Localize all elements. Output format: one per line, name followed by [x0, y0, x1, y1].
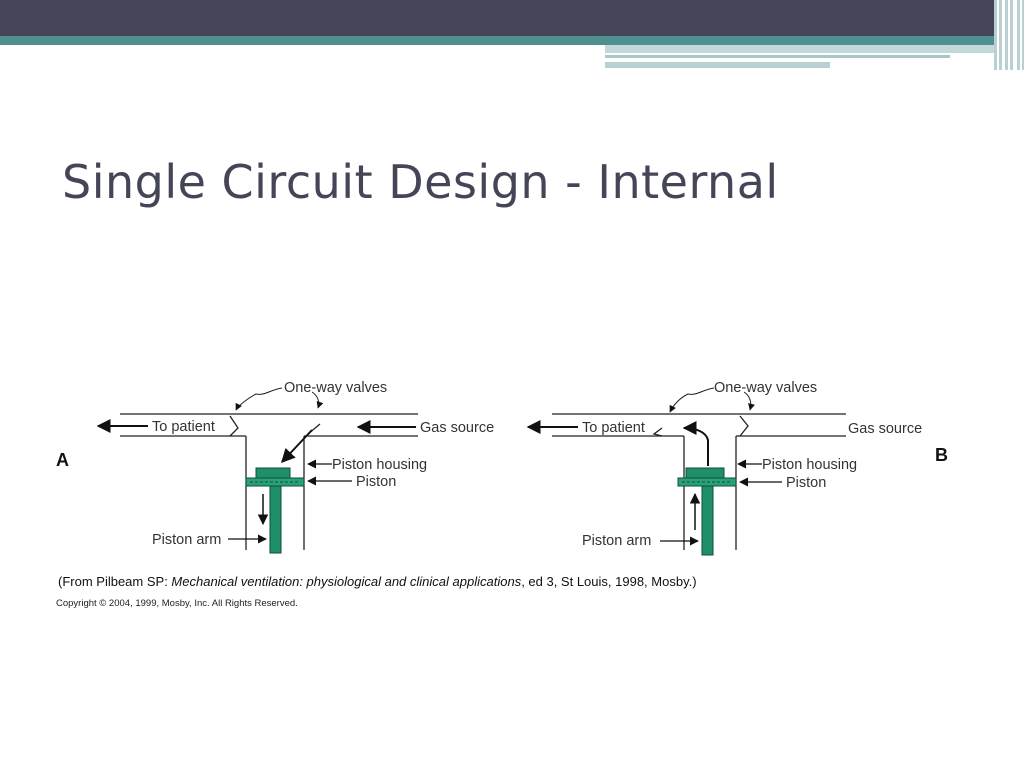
panel-a-piston [245, 467, 305, 554]
panel-b-valves-leader [669, 387, 715, 413]
panel-b-piston-housing-label: Piston housing [762, 457, 857, 473]
panel-a: One-way valves To patient Gas source Pis… [56, 380, 494, 554]
panel-a-piston-arm-label: Piston arm [152, 532, 221, 548]
panel-a-circuit-tubing [120, 413, 418, 550]
panel-a-flow-arrow [281, 429, 313, 464]
panel-a-to-patient-label: To patient [152, 419, 215, 435]
panel-a-piston-label: Piston [356, 474, 396, 490]
citation-prefix: (From Pilbeam SP: [58, 574, 172, 589]
panel-b-gas-source-label: Gas source [848, 421, 922, 437]
panel-a-valves-leader-2 [311, 391, 324, 409]
copyright-notice: Copyright © 2004, 1999, Mosby, Inc. All … [56, 598, 298, 609]
panel-a-gas-source-label: Gas source [420, 420, 494, 436]
header-accent-thin-line [605, 55, 950, 58]
panel-b-piston [677, 467, 737, 556]
panel-b-letter: B [935, 445, 948, 465]
panel-b-to-patient-label: To patient [582, 420, 645, 436]
piston-ventilator-diagram: One-way valves To patient Gas source Pis… [56, 380, 948, 556]
panel-b-flow-arrow [682, 421, 709, 466]
panel-b-piston-arm-label: Piston arm [582, 533, 651, 549]
citation-suffix: , ed 3, St Louis, 1998, Mosby.) [521, 574, 697, 589]
panel-b-piston-label: Piston [786, 475, 826, 491]
header-accent-short-band [605, 62, 830, 68]
panel-b-valve-source-side [739, 415, 749, 437]
panel-b-valves-label: One-way valves [714, 380, 817, 396]
panel-b-valve-patient-side [652, 427, 663, 437]
panel-a-piston-housing-label: Piston housing [332, 457, 427, 473]
panel-a-valves-label: One-way valves [284, 380, 387, 396]
panel-a-valve-patient-side [229, 415, 239, 437]
header-vertical-stripes [994, 0, 1024, 70]
header-bar [0, 0, 1024, 36]
citation-book-title: Mechanical ventilation: physiological an… [171, 574, 522, 589]
panel-b-valves-leader-2 [743, 391, 755, 411]
header-accent-band [0, 36, 1024, 45]
slide-title: Single Circuit Design - Internal [62, 155, 779, 209]
figure-citation: (From Pilbeam SP: Mechanical ventilation… [58, 574, 697, 589]
panel-a-valves-leader [235, 387, 283, 411]
panel-b: One-way valves To patient Gas source Pis… [526, 380, 948, 556]
header-accent-light-band [605, 45, 1005, 53]
panel-a-letter: A [56, 450, 69, 470]
